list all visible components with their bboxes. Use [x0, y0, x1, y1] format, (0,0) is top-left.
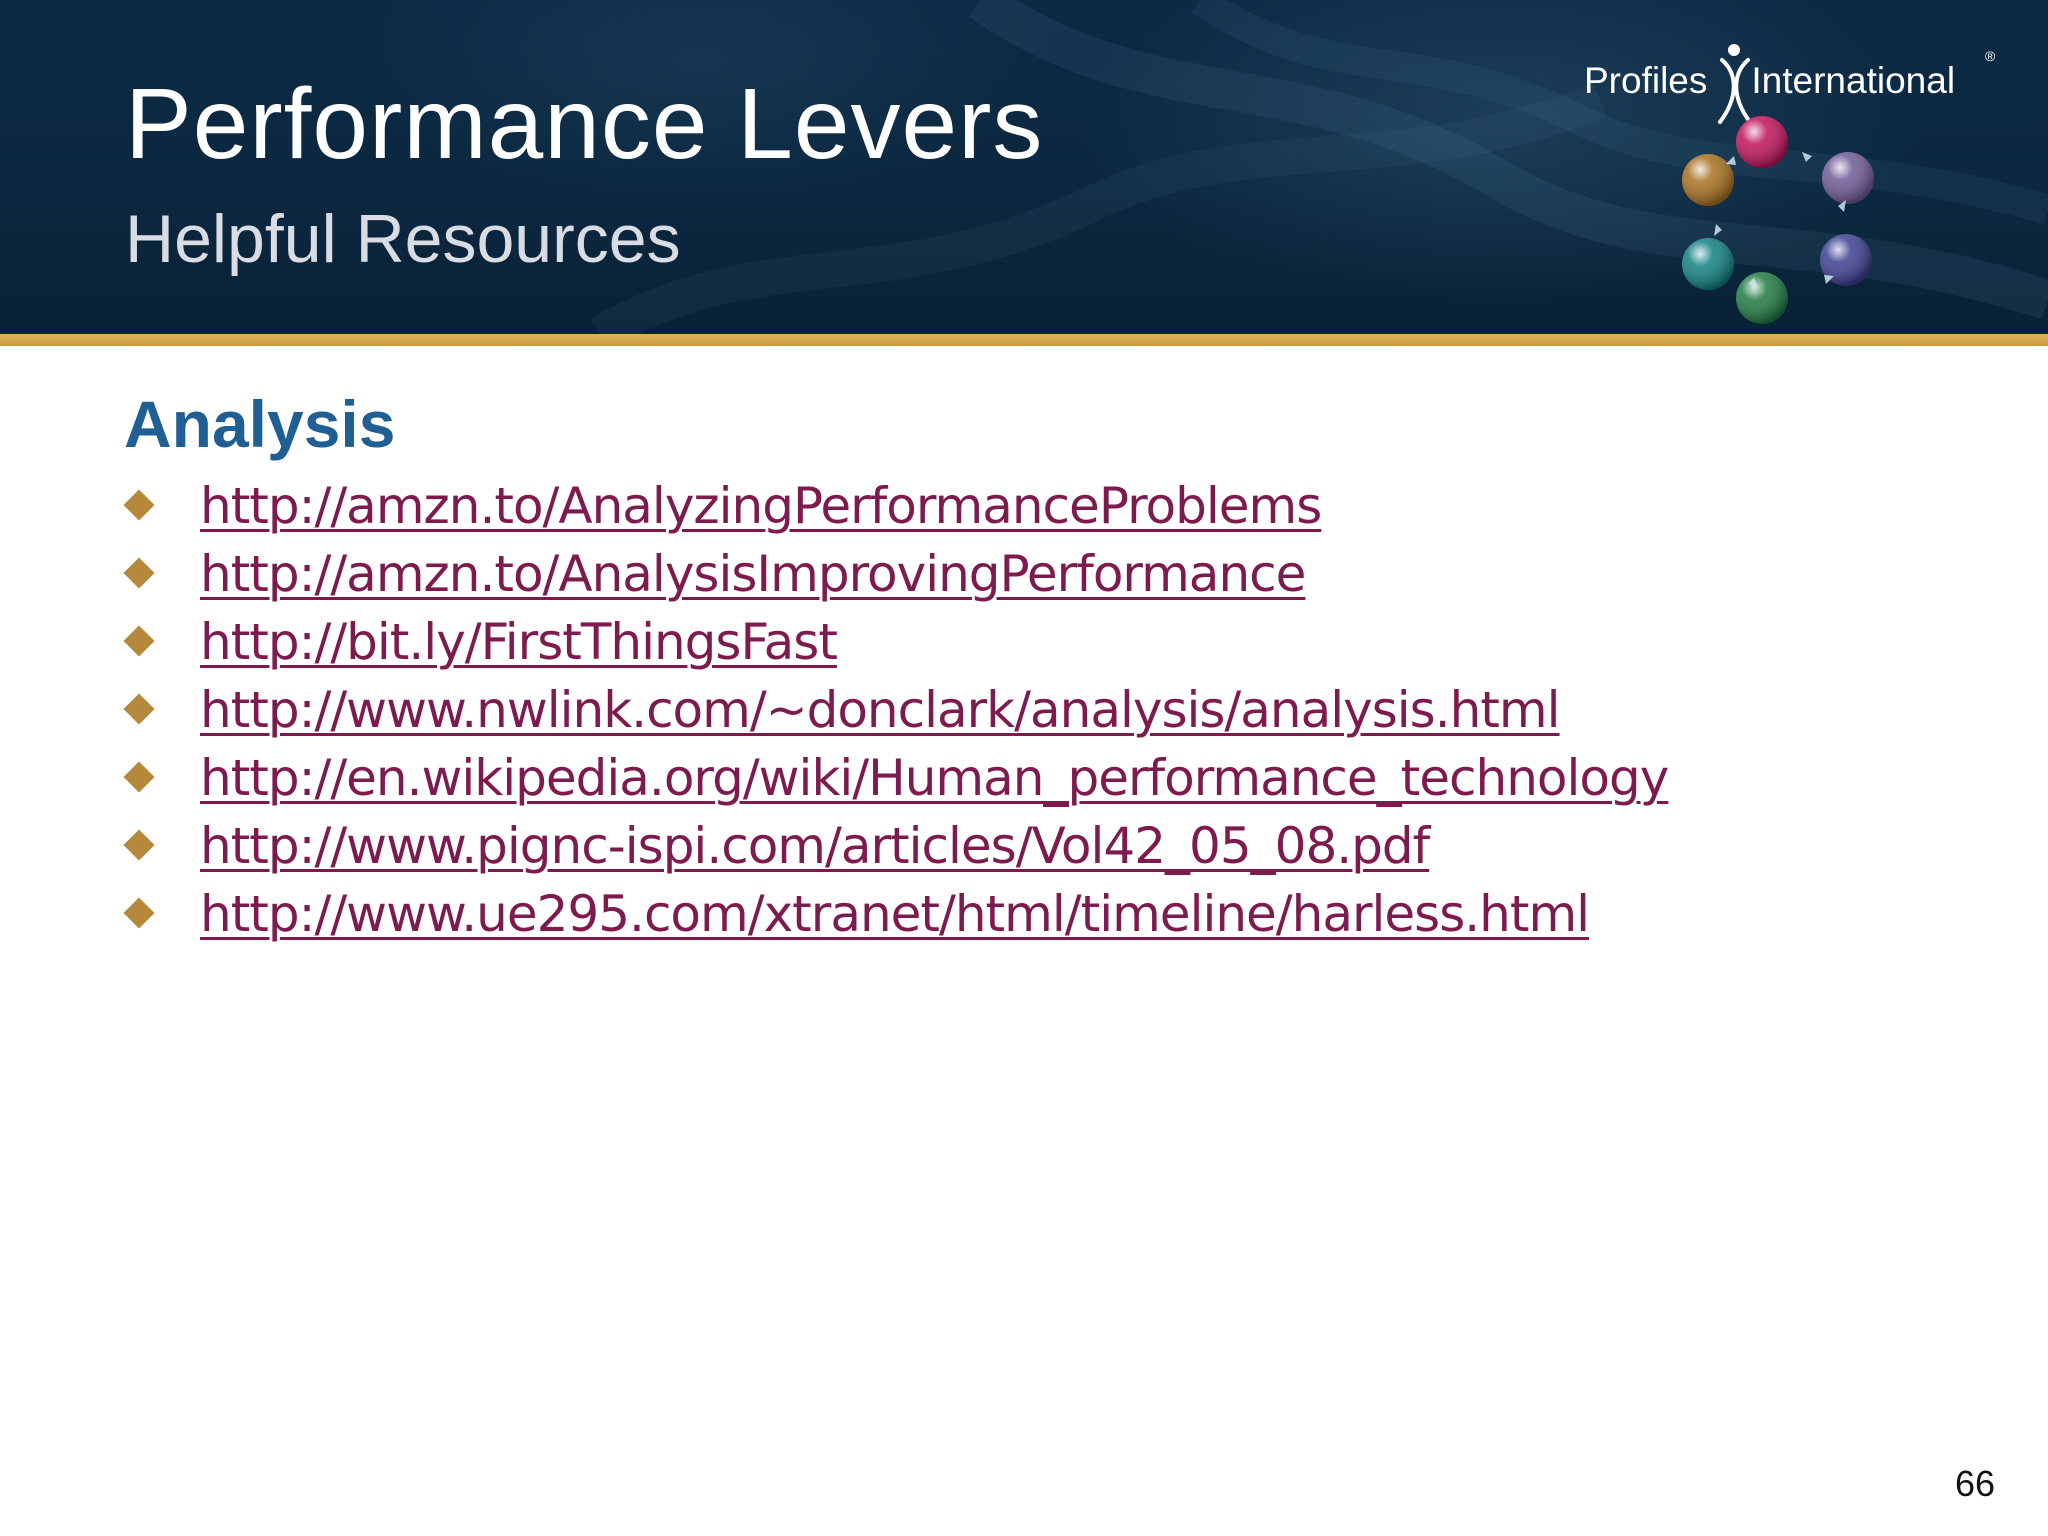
resource-link[interactable]: http://en.wikipedia.org/wiki/Human_perfo… — [200, 749, 1669, 807]
logo-orb-gloss — [1822, 152, 1874, 204]
page-title: Performance Levers — [125, 68, 1044, 180]
header-accent-rule — [0, 334, 2048, 346]
logo-orb-gloss — [1736, 116, 1788, 168]
diamond-bullet-icon — [123, 625, 155, 657]
logo-word-profiles: Profiles — [1584, 60, 1708, 101]
logo-orb-gloss — [1736, 272, 1788, 324]
logo-word-international: International — [1751, 60, 1956, 101]
page-number: 66 — [1955, 1463, 1996, 1504]
resource-link[interactable]: http://www.nwlink.com/~donclark/analysis… — [200, 681, 1561, 739]
diamond-bullet-icon — [123, 557, 155, 589]
diamond-bullet-icon — [123, 829, 155, 861]
diamond-bullet-icon — [123, 761, 155, 793]
resource-link[interactable]: http://www.ue295.com/xtranet/html/timeli… — [200, 885, 1590, 943]
diamond-bullet-icon — [123, 489, 155, 521]
company-logo-text: Profiles International — [1584, 56, 1955, 106]
diamond-bullet-icon — [123, 897, 155, 929]
logo-orb-gloss — [1820, 234, 1872, 286]
logo-person-icon — [1718, 44, 1752, 124]
resource-link[interactable]: http://amzn.to/AnalysisImprovingPerforma… — [200, 545, 1306, 603]
page-subtitle: Helpful Resources — [125, 201, 681, 277]
header-band: Performance Levers Helpful Resources Pro… — [0, 0, 2048, 334]
resource-link[interactable]: http://bit.ly/FirstThingsFast — [200, 613, 838, 671]
diamond-bullet-icon — [123, 693, 155, 725]
resource-link[interactable]: http://www.pignc-ispi.com/articles/Vol42… — [200, 817, 1430, 875]
logo-orb-gloss — [1682, 238, 1734, 290]
resource-link[interactable]: http://amzn.to/AnalyzingPerformanceProbl… — [200, 477, 1322, 535]
logo-orb-ring-icon — [1682, 116, 1874, 324]
logo-orb-gloss — [1682, 154, 1734, 206]
registered-mark: ® — [1985, 48, 1996, 64]
section-heading-analysis: Analysis — [124, 387, 396, 461]
